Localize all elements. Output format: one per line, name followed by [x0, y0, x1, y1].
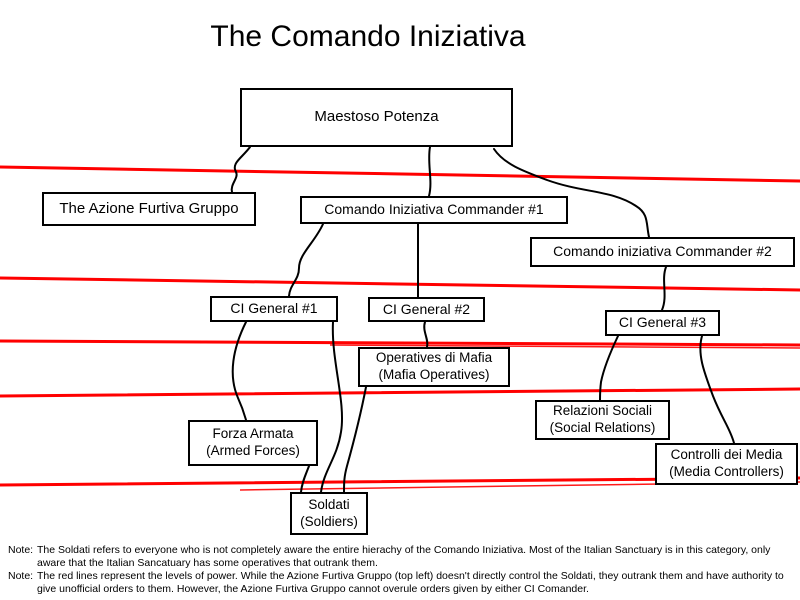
- box-azione-furtiva-gruppo: The Azione Furtiva Gruppo: [42, 192, 256, 226]
- note-soldati-text: The Soldati refers to everyone who is no…: [37, 544, 771, 569]
- footnotes: Note: The Soldati refers to everyone who…: [8, 544, 796, 596]
- box-relazioni-line1: Relazioni Sociali: [552, 403, 653, 419]
- box-commander-1-label: Comando Iniziativa Commander #1: [324, 201, 544, 218]
- edge-maestoso-commander1: [428, 146, 432, 197]
- note-soldati-prefix: Note:: [8, 544, 34, 556]
- box-azione-furtiva-gruppo-label: The Azione Furtiva Gruppo: [59, 199, 239, 217]
- box-relazioni-line2: (Social Relations): [549, 420, 656, 435]
- box-maestoso-potenza-label: Maestoso Potenza: [314, 108, 439, 126]
- power-level-line-3: [0, 339, 800, 347]
- edge-general3-controlli: [699, 335, 735, 444]
- box-ci-general-2: CI General #2: [368, 297, 485, 322]
- box-ci-general-1: CI General #1: [210, 296, 338, 322]
- note-red-lines: Note: The red lines represent the levels…: [8, 570, 796, 595]
- edge-maestoso-azione: [230, 146, 251, 193]
- edge-general2-operatives: [423, 321, 429, 348]
- edge-commander1-general1: [288, 223, 324, 297]
- power-level-line-3b: [329, 344, 800, 349]
- edge-operatives-soldati: [343, 386, 367, 493]
- edge-general1-soldati: [320, 321, 343, 493]
- box-ci-general-3: CI General #3: [605, 310, 720, 336]
- note-red-lines-prefix: Note:: [8, 570, 34, 583]
- power-level-line-1: [0, 165, 800, 183]
- edge-general3-relazioni: [599, 335, 619, 401]
- edge-commander2-general3: [661, 266, 667, 311]
- box-controlli-line2: (Media Controllers): [669, 464, 784, 479]
- box-operatives-line2: (Mafia Operatives): [378, 367, 490, 382]
- note-soldati: Note: The Soldati refers to everyone who…: [8, 544, 796, 569]
- box-operatives-di-mafia: Operatives di Mafia (Mafia Operatives): [358, 347, 510, 387]
- box-commander-2: Comando iniziativa Commander #2: [530, 237, 795, 267]
- power-level-line-4: [0, 387, 800, 398]
- box-ci-general-2-label: CI General #2: [382, 300, 471, 317]
- box-commander-2-label: Comando iniziativa Commander #2: [553, 243, 772, 260]
- page-title: The Comando Iniziativa: [210, 20, 526, 53]
- edge-general1-forza: [231, 321, 247, 421]
- box-maestoso-potenza: Maestoso Potenza: [240, 88, 513, 147]
- box-commander-1: Comando Iniziativa Commander #1: [300, 196, 568, 224]
- power-level-line-2: [0, 276, 800, 292]
- box-soldati-line1: Soldati: [308, 496, 350, 512]
- box-ci-general-1-label: CI General #1: [230, 300, 318, 317]
- edge-maestoso-commander2: [493, 148, 650, 238]
- box-soldati: Soldati (Soldiers): [290, 492, 368, 535]
- box-operatives-line1: Operatives di Mafia: [375, 350, 493, 366]
- box-controlli-line1: Controlli dei Media: [670, 447, 783, 463]
- note-red-lines-text: The red lines represent the levels of po…: [37, 570, 784, 595]
- box-forza-armata: Forza Armata (Armed Forces): [188, 420, 318, 466]
- box-forza-line2: (Armed Forces): [206, 443, 300, 458]
- edge-forza-soldati: [300, 465, 310, 493]
- box-forza-line1: Forza Armata: [212, 426, 294, 442]
- box-ci-general-3-label: CI General #3: [618, 314, 707, 331]
- box-controlli-dei-media: Controlli dei Media (Media Controllers): [655, 443, 798, 485]
- box-relazioni-sociali: Relazioni Sociali (Social Relations): [535, 400, 670, 440]
- box-soldati-line2: (Soldiers): [300, 513, 358, 529]
